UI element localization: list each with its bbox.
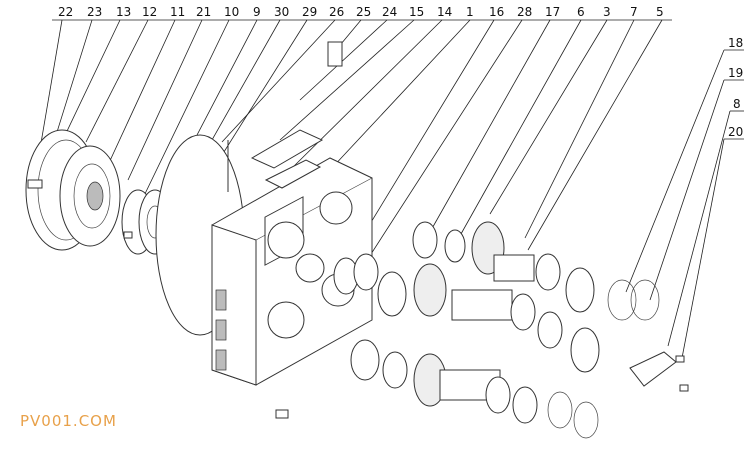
callout-29: 29 <box>302 5 317 19</box>
gear-train <box>275 221 689 439</box>
callout-18: 18 <box>728 36 743 50</box>
watermark-text: PV001.COM <box>20 412 117 430</box>
callout-15: 15 <box>409 5 424 19</box>
callout-12: 12 <box>142 5 157 19</box>
callout-16: 16 <box>489 5 504 19</box>
callout-28: 28 <box>517 5 532 19</box>
callout-7: 7 <box>630 5 638 19</box>
callout-25: 25 <box>356 5 371 19</box>
callout-numbers-right: 18 19 8 20 <box>724 36 744 140</box>
inspection-cover <box>250 41 343 189</box>
callout-11: 11 <box>170 5 185 19</box>
callout-13: 13 <box>116 5 131 19</box>
callout-22: 22 <box>58 5 73 19</box>
callout-9: 9 <box>253 5 261 19</box>
callout-21: 21 <box>196 5 211 19</box>
callout-numbers-top: 22 23 13 12 11 21 10 9 30 29 26 25 24 15… <box>58 5 664 19</box>
callout-14: 14 <box>437 5 452 19</box>
callout-23: 23 <box>87 5 102 19</box>
input-flange-disc <box>25 129 121 251</box>
callout-6: 6 <box>577 5 585 19</box>
callout-8: 8 <box>733 97 741 111</box>
callout-24: 24 <box>382 5 397 19</box>
callout-30: 30 <box>274 5 289 19</box>
gearbox-housing <box>211 157 373 386</box>
callout-20: 20 <box>728 125 743 139</box>
callout-3: 3 <box>603 5 611 19</box>
callout-10: 10 <box>224 5 239 19</box>
callout-26: 26 <box>329 5 344 19</box>
callout-1: 1 <box>466 5 474 19</box>
callout-17: 17 <box>545 5 560 19</box>
callout-19: 19 <box>728 66 743 80</box>
callout-5: 5 <box>656 5 664 19</box>
